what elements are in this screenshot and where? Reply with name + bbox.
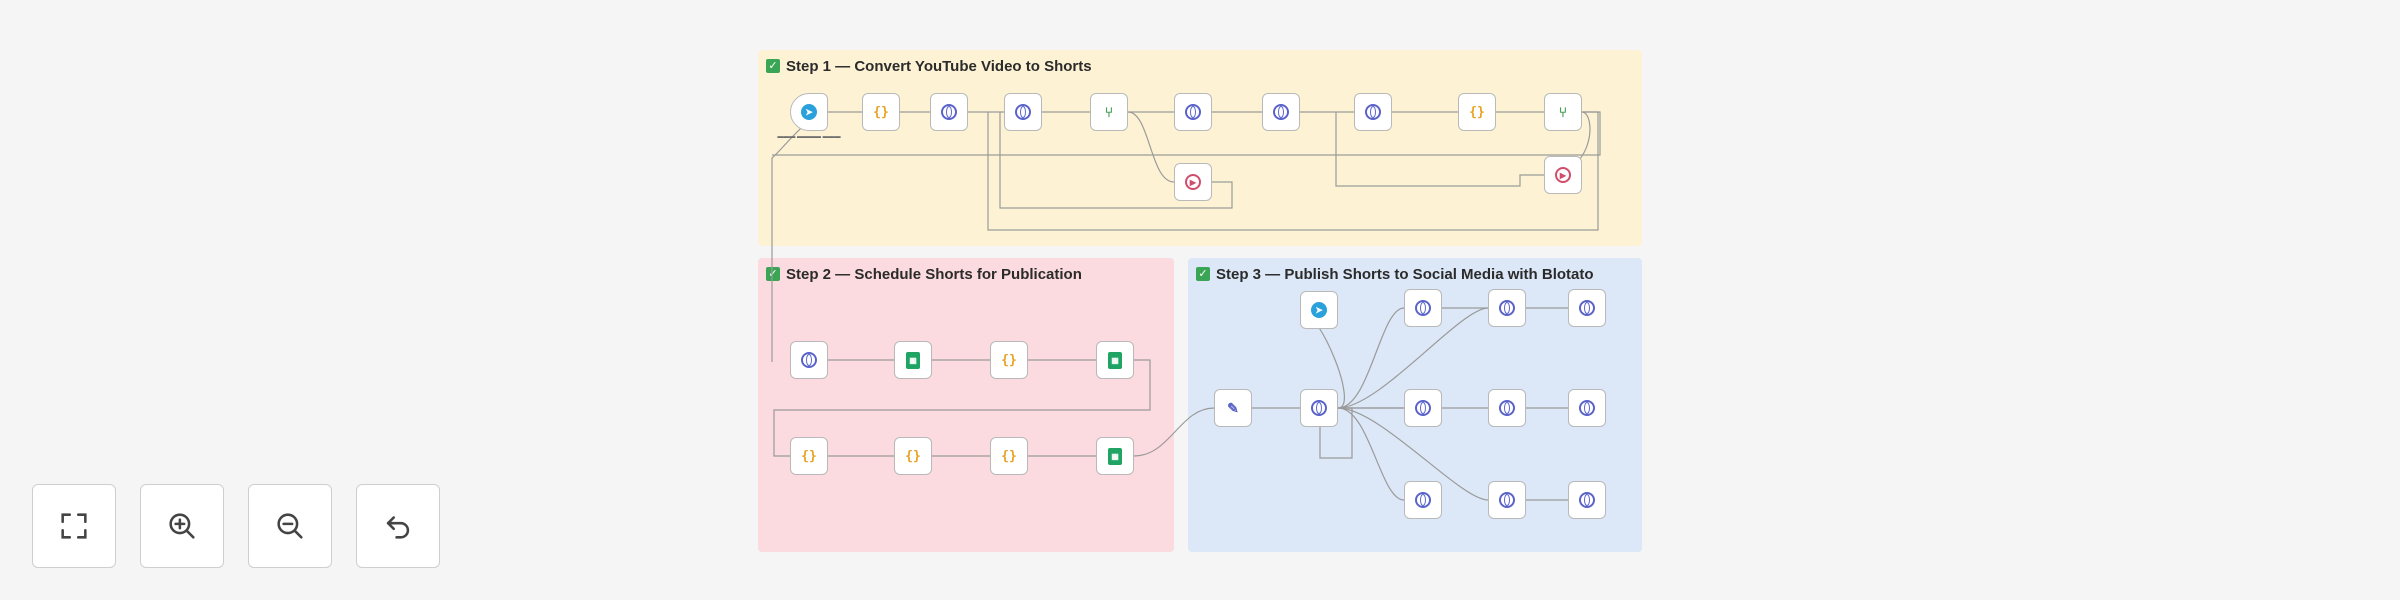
node-http-request[interactable] [1004,93,1042,131]
code-icon: {} [801,448,817,464]
node-http-request[interactable] [1568,481,1606,519]
node-http-request[interactable] [1404,389,1442,427]
node-code[interactable]: {} [894,437,932,475]
node-code[interactable]: {} [990,437,1028,475]
code-icon: {} [1469,104,1485,120]
node-telegram[interactable]: ➤ [1300,291,1338,329]
node-http-request[interactable] [1488,289,1526,327]
globe-icon [941,104,957,120]
undo-icon [386,516,410,539]
google-sheets-icon: ▦ [906,351,920,369]
globe-icon [1499,400,1515,416]
sticky-step-1-title: Step 1 — Convert YouTube Video to Shorts [786,58,1092,75]
node-if[interactable]: ⑂ [1090,93,1128,131]
node-wait[interactable]: ▶ [1174,163,1212,201]
globe-icon [1415,400,1431,416]
if-icon: ⑂ [1558,104,1568,120]
check-icon: ✓ [766,59,780,73]
node-code[interactable]: {} [790,437,828,475]
check-icon: ✓ [766,267,780,281]
globe-icon [1415,300,1431,316]
node-code[interactable]: {} [990,341,1028,379]
node-http-request[interactable] [1568,289,1606,327]
node-http-request[interactable] [930,93,968,131]
node-http-request[interactable] [1488,481,1526,519]
sticky-step-3-title: Step 3 — Publish Shorts to Social Media … [1216,266,1594,283]
undo-button[interactable] [356,484,440,568]
code-icon: {} [1001,352,1017,368]
node-edit-fields[interactable]: ✎ [1214,389,1252,427]
if-icon: ⑂ [1104,104,1114,120]
code-icon: {} [905,448,921,464]
globe-icon [1579,300,1595,316]
node-label: ▬▬▬ ▬▬▬▬ ▬▬▬ [777,134,841,140]
node-http-request[interactable] [1488,389,1526,427]
zoom-in-icon [169,513,195,539]
zoom-in-button[interactable] [140,484,224,568]
wait-icon: ▶ [1185,174,1201,190]
node-http-request[interactable] [1174,93,1212,131]
node-telegram-trigger[interactable]: ➤ [790,93,828,131]
node-google-sheets[interactable]: ▦ [894,341,932,379]
globe-icon [1273,104,1289,120]
globe-icon [1365,104,1381,120]
check-icon: ✓ [1196,267,1210,281]
node-http-request[interactable] [1568,389,1606,427]
node-google-sheets[interactable]: ▦ [1096,341,1134,379]
sticky-step-2-title: Step 2 — Schedule Shorts for Publication [786,266,1082,283]
pencil-icon: ✎ [1227,399,1239,416]
globe-icon [1579,400,1595,416]
node-wait[interactable]: ▶ [1544,156,1582,194]
node-code[interactable]: {} [1458,93,1496,131]
node-if[interactable]: ⑂ [1544,93,1582,131]
wait-icon: ▶ [1555,167,1571,183]
zoom-out-button[interactable] [248,484,332,568]
code-icon: {} [873,104,889,120]
node-http-request[interactable] [1300,389,1338,427]
node-http-request[interactable] [790,341,828,379]
sticky-step-2[interactable]: ✓ Step 2 — Schedule Shorts for Publicati… [758,258,1174,552]
google-sheets-icon: ▦ [1108,351,1122,369]
node-http-request[interactable] [1404,481,1442,519]
globe-icon [1579,492,1595,508]
globe-icon [1311,400,1327,416]
globe-icon [1015,104,1031,120]
telegram-icon: ➤ [1311,302,1327,318]
globe-icon [801,352,817,368]
sticky-step-1[interactable]: ✓ Step 1 — Convert YouTube Video to Shor… [758,50,1642,246]
node-http-request[interactable] [1404,289,1442,327]
fit-view-icon [61,513,87,539]
globe-icon [1499,300,1515,316]
code-icon: {} [1001,448,1017,464]
globe-icon [1185,104,1201,120]
node-code[interactable]: {} [862,93,900,131]
node-http-request[interactable] [1354,93,1392,131]
node-http-request[interactable] [1262,93,1300,131]
google-sheets-icon: ▦ [1108,447,1122,465]
globe-icon [1415,492,1431,508]
node-google-sheets[interactable]: ▦ [1096,437,1134,475]
zoom-out-icon [277,513,303,539]
telegram-icon: ➤ [801,104,817,120]
fit-view-button[interactable] [32,484,116,568]
globe-icon [1499,492,1515,508]
